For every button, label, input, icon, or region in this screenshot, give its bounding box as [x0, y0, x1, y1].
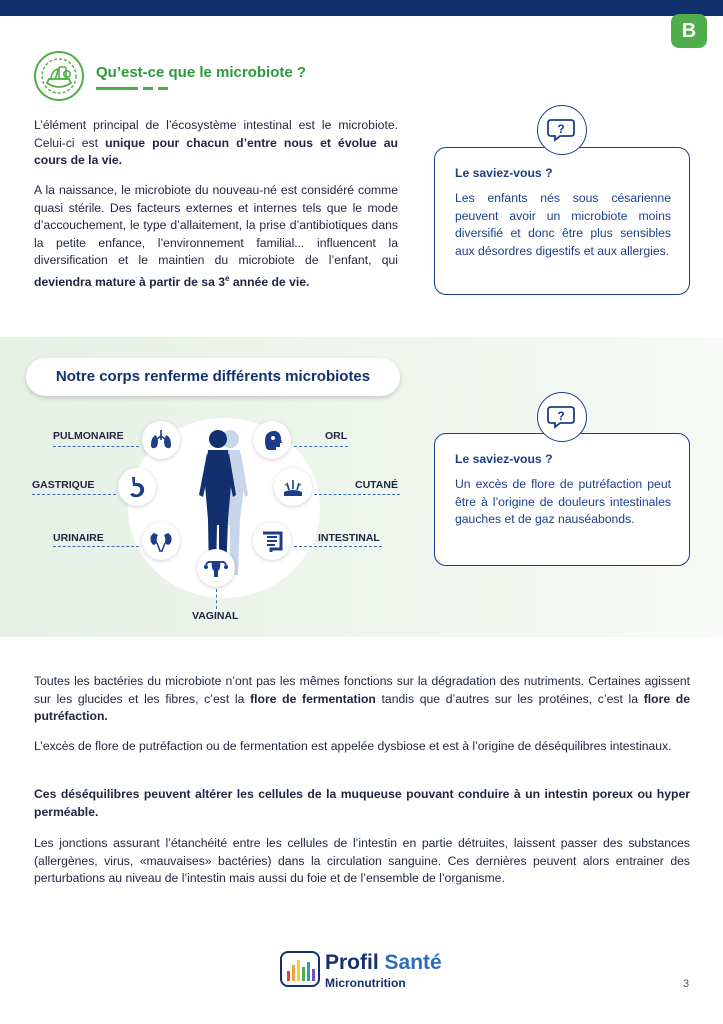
label-orl: ORL — [325, 430, 348, 442]
question-bubble-icon: ? — [537, 392, 587, 442]
uterus-icon — [197, 549, 235, 587]
svg-text:?: ? — [557, 122, 564, 136]
leader-gastrique — [32, 494, 116, 495]
info-box-heading: Le saviez-vous ? — [455, 166, 553, 180]
leader-vaginal — [216, 589, 217, 609]
body-paragraph-3: Ces déséquilibres peuvent altérer les ce… — [34, 787, 690, 819]
label-urinaire: URINAIRE — [53, 532, 104, 544]
brand-sante: Santé — [384, 951, 442, 974]
skin-icon — [274, 468, 312, 506]
info-box-text: Un excès de flore de putréfaction peut ê… — [455, 477, 671, 526]
label-cutane: CUTANÉ — [355, 479, 398, 491]
human-body-illustration — [199, 430, 248, 575]
leader-orl — [294, 446, 348, 447]
lungs-icon — [142, 421, 180, 459]
leader-cutane — [314, 494, 400, 495]
body-paragraph-2: L’excès de flore de putréfaction ou de f… — [34, 739, 672, 753]
leader-urinaire — [53, 546, 139, 547]
section-title: Qu’est-ce que le microbiote ? — [96, 64, 307, 81]
intro-paragraph-2: A la naissance, le microbiote du nouveau… — [34, 183, 398, 289]
body-paragraph-4: Les jonctions assurant l’étanchéité entr… — [34, 836, 690, 885]
page-number: 3 — [683, 978, 690, 990]
top-bar — [0, 0, 723, 16]
brand-profil: Profil — [325, 951, 379, 974]
brand-subtitle: Micronutrition — [325, 976, 406, 990]
stomach-icon — [118, 468, 156, 506]
info-box-heading: Le saviez-vous ? — [455, 452, 553, 466]
info-box-cesarienne: Le saviez-vous ? Les enfants nés sous cé… — [434, 147, 690, 295]
section-badge: B — [671, 14, 707, 48]
info-box-text: Les enfants nés sous césarienne peuvent … — [455, 191, 671, 258]
svg-text:?: ? — [557, 409, 564, 423]
body-paragraph-1: Toutes les bactéries du microbiote n’ont… — [34, 674, 690, 723]
microbiotes-title-pill: Notre corps renferme différents microbio… — [26, 358, 400, 396]
intestine-icon — [253, 522, 291, 560]
info-box-putrefaction: Le saviez-vous ? Un excès de flore de pu… — [434, 433, 690, 566]
leader-pulmonaire — [53, 446, 139, 447]
label-vaginal: VAGINAL — [192, 610, 239, 622]
intro-paragraph-1: L’élément principal de l’écosystème inte… — [34, 118, 398, 167]
food-basket-icon — [34, 51, 84, 101]
kidneys-icon — [142, 522, 180, 560]
head-ent-icon — [253, 421, 291, 459]
leader-intestinal — [294, 546, 382, 547]
microbiotes-title: Notre corps renferme différents microbio… — [55, 368, 371, 385]
label-pulmonaire: PULMONAIRE — [53, 430, 124, 442]
question-bubble-icon: ? — [537, 105, 587, 155]
label-gastrique: GASTRIQUE — [32, 479, 95, 491]
label-intestinal: INTESTINAL — [318, 532, 380, 544]
